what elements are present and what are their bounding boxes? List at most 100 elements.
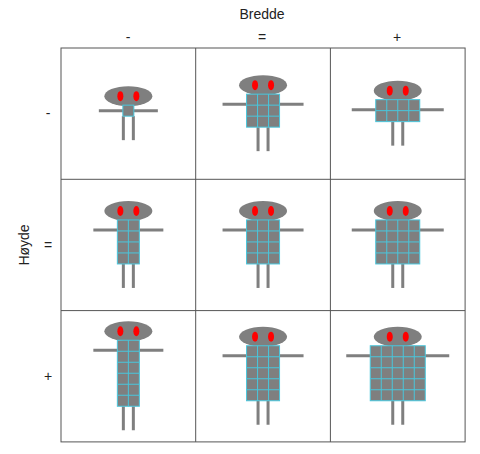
body-grid (370, 389, 425, 390)
body-grid (257, 346, 258, 401)
robot-eye (117, 326, 123, 336)
body-grid (117, 373, 139, 374)
robot-head (239, 201, 287, 221)
row-header: = (44, 238, 52, 252)
robot-eye (268, 80, 274, 90)
body-grid (117, 395, 139, 396)
robot-eye (252, 332, 258, 342)
robot-head (239, 327, 287, 347)
robot-leg (132, 264, 135, 288)
robot-head (374, 201, 422, 221)
body-grid (370, 378, 425, 379)
robot-head (104, 321, 152, 341)
body-grid (247, 105, 280, 106)
row-header: - (46, 106, 51, 120)
body-grid (268, 346, 269, 401)
body-grid (247, 230, 280, 231)
robot (352, 201, 444, 288)
grid-line (330, 48, 331, 442)
row-header: + (44, 369, 52, 383)
robot-eye (252, 206, 258, 216)
robot-body (376, 220, 420, 264)
robot-leg (257, 127, 260, 151)
robot (352, 81, 444, 146)
body-grid (247, 367, 280, 368)
robot-leg (257, 401, 260, 425)
body-grid (376, 230, 420, 231)
body-grid (247, 241, 280, 242)
body-grid (268, 94, 269, 127)
robot-leg (401, 264, 404, 288)
column-header: = (258, 30, 266, 44)
robot-body (117, 340, 139, 406)
body-grid (247, 252, 280, 253)
grid-line (61, 179, 465, 180)
body-grid (117, 241, 139, 242)
robot-eye (117, 91, 123, 101)
column-header: - (126, 30, 131, 44)
robot-eye (403, 332, 409, 342)
body-grid (117, 351, 139, 352)
robot (93, 201, 163, 288)
body-grid (403, 346, 404, 401)
robot-leg (267, 127, 270, 151)
robot-eye (252, 80, 258, 90)
robot-eye (403, 206, 409, 216)
robot-eye (133, 91, 139, 101)
body-grid (370, 367, 425, 368)
robot-eye (133, 326, 139, 336)
robot (223, 327, 304, 425)
robot-body (370, 346, 425, 401)
body-grid (247, 389, 280, 390)
robot-body (123, 105, 134, 116)
robot-body (247, 346, 280, 401)
robot-leg (401, 122, 404, 146)
grid-line (195, 48, 196, 442)
robot-eye (268, 332, 274, 342)
robot (346, 327, 449, 425)
body-grid (117, 252, 139, 253)
body-grid (381, 346, 382, 401)
robot-body (247, 220, 280, 264)
robot-head (374, 327, 422, 347)
robot-eye (117, 206, 123, 216)
grid-frame (61, 48, 465, 442)
robot-head (104, 86, 152, 106)
robot-leg (132, 116, 135, 140)
robot-leg (391, 122, 394, 146)
robot-eye (268, 206, 274, 216)
column-header: + (393, 30, 401, 44)
robot-head (374, 81, 422, 101)
body-grid (376, 241, 420, 242)
robot-head (239, 75, 287, 95)
robot-leg (122, 116, 125, 140)
body-grid (376, 252, 420, 253)
body-grid (247, 116, 280, 117)
robot-body (117, 220, 139, 264)
body-grid (117, 384, 139, 385)
robot-leg (391, 401, 394, 425)
robot-eye (133, 206, 139, 216)
robot (223, 201, 304, 288)
robot-leg (257, 264, 260, 288)
body-grid (247, 378, 280, 379)
body-grid (376, 110, 420, 111)
robot-leg (132, 406, 135, 430)
body-grid (117, 362, 139, 363)
robot (93, 321, 163, 430)
robot-head (104, 201, 152, 221)
body-grid (414, 346, 415, 401)
grid-line (61, 310, 465, 311)
robot (99, 86, 158, 140)
body-grid (392, 346, 393, 401)
robot-leg (267, 401, 270, 425)
robot-eye (403, 86, 409, 96)
robot-eye (387, 206, 393, 216)
robot-leg (391, 264, 394, 288)
robot-leg (401, 401, 404, 425)
axis-title: Bredde (239, 7, 284, 21)
body-grid (117, 230, 139, 231)
robot-eye (387, 86, 393, 96)
robot (223, 75, 304, 151)
